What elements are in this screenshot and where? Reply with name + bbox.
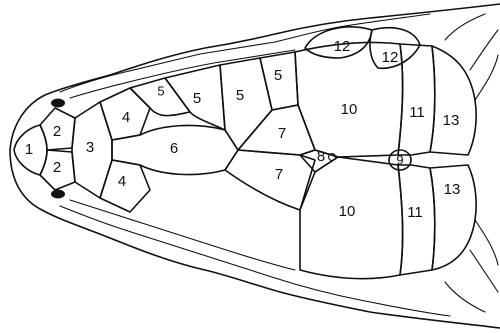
label-loreal-top: 4 — [122, 109, 130, 126]
label-loreal-bottom: 4 — [118, 173, 126, 190]
supraocular-c-scale — [220, 58, 272, 150]
label-rostral: 1 — [25, 141, 33, 158]
temporal-top-scale — [430, 46, 476, 155]
label-parietal-eye: 9 — [396, 152, 403, 167]
label-frontal: 6 — [170, 140, 178, 157]
label-parietal-top: 10 — [341, 101, 358, 118]
label-prefrontal: 3 — [86, 139, 94, 156]
label-nuchal-bottom: 11 — [407, 204, 423, 221]
scale-labels: 1 2 2 3 4 4 5 5 5 5 6 7 7 8 9 10 10 11 1… — [25, 38, 461, 221]
label-internasal-top: 2 — [53, 123, 61, 140]
lower-labial-edge — [60, 206, 450, 316]
nuchal-top-scale — [398, 44, 435, 155]
label-frontoparietal-bottom: 7 — [275, 166, 283, 183]
nostril-upper-mark — [51, 99, 65, 108]
label-interparietal: 8 — [317, 148, 325, 165]
label-internasal-bottom: 2 — [53, 159, 61, 176]
frontoparietal-bottom-scale — [225, 150, 315, 210]
label-parietal-bottom: 10 — [339, 203, 356, 220]
label-temporal-top: 13 — [443, 112, 460, 129]
nostril-lower-mark — [51, 190, 65, 199]
label-supraocular-b: 5 — [193, 90, 201, 107]
label-supraocular-d: 5 — [274, 67, 282, 84]
label-frontoparietal-top: 7 — [278, 125, 286, 142]
label-supraocular-c: 5 — [236, 87, 244, 104]
frontoparietal-top-scale — [238, 105, 315, 155]
upper-labial-edge — [60, 14, 430, 92]
label-temporal-bottom: 13 — [444, 181, 461, 198]
label-nuchal-top: 11 — [409, 104, 425, 121]
label-occipital-b: 12 — [382, 49, 399, 66]
label-supraocular-a: 5 — [157, 83, 164, 98]
label-occipital-a: 12 — [334, 38, 351, 55]
head-outline — [10, 4, 500, 328]
